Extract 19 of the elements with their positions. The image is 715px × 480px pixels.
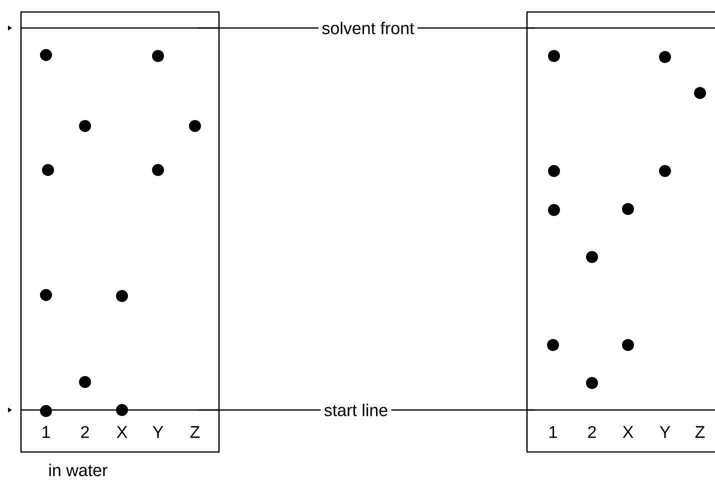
lane-label: Y bbox=[660, 426, 670, 438]
label-text: start line bbox=[324, 404, 388, 416]
lane-label: Z bbox=[695, 426, 705, 438]
label-text: solvent front bbox=[322, 22, 414, 34]
lane-label: 2 bbox=[588, 426, 596, 438]
paper-strip bbox=[20, 11, 220, 453]
paper-strip bbox=[526, 11, 715, 453]
lane-label: 1 bbox=[550, 426, 557, 438]
leader-line bbox=[391, 409, 535, 411]
lane-label: X bbox=[622, 426, 634, 438]
lane-label: X bbox=[116, 426, 128, 438]
lane-label: 2 bbox=[81, 426, 89, 438]
lane-label: 1 bbox=[42, 426, 50, 438]
leader-line bbox=[198, 27, 318, 29]
lane-label: Y bbox=[152, 426, 164, 438]
lane-label: Z bbox=[190, 426, 200, 438]
node-label: in water bbox=[49, 464, 108, 476]
leader-line bbox=[198, 409, 321, 411]
leader-line bbox=[418, 27, 535, 29]
